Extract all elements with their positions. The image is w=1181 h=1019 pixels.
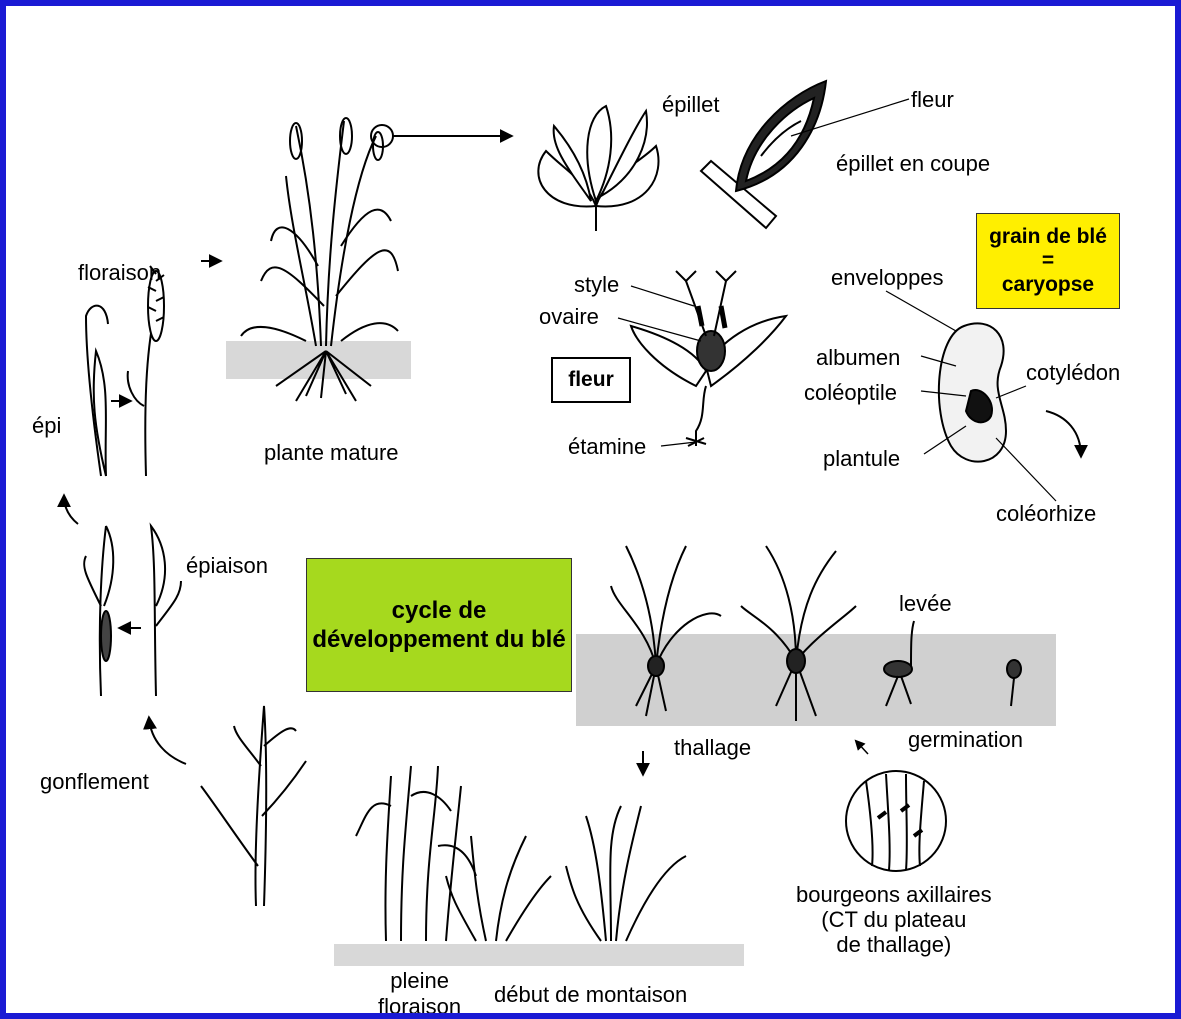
grain-title-line2: = [1042, 249, 1054, 273]
heading-stage-plants [84, 526, 181, 696]
flowering-stalks [86, 266, 164, 476]
label-coleorhize: coléorhize [996, 502, 1096, 526]
label-bourgeons-axillaires: bourgeons axillaires (CT du plateau de t… [796, 882, 992, 957]
diagram-title: cycle de développement du blé [306, 558, 572, 692]
label-germination: germination [908, 728, 1023, 752]
soil-montaison [334, 944, 744, 966]
label-albumen: albumen [816, 346, 900, 370]
label-style: style [574, 273, 619, 297]
label-fleur: fleur [911, 88, 954, 112]
spikelet-section-drawing [701, 81, 826, 228]
label-cotyledon: cotylédon [1026, 361, 1120, 385]
soil-mature-plant [226, 341, 411, 379]
label-epillet-en-coupe: épillet en coupe [836, 152, 990, 176]
flower-title-box: fleur [551, 357, 631, 403]
axillary-buds-drawing [846, 771, 946, 871]
label-plante-mature: plante mature [264, 441, 399, 465]
label-enveloppes: enveloppes [831, 266, 944, 290]
stem-extension-plants [356, 766, 686, 941]
label-etamine: étamine [568, 435, 646, 459]
grain-title-line1: grain de blé [989, 225, 1107, 249]
label-thallage: thallage [674, 736, 751, 760]
label-epiaison: épiaison [186, 554, 268, 578]
grain-title-line3: caryopse [1002, 273, 1094, 297]
label-pleine-floraison: pleine floraison [378, 968, 461, 1019]
label-debut-montaison: début de montaison [494, 983, 687, 1007]
label-levee: levée [899, 592, 952, 616]
booting-stage-plant [201, 706, 306, 906]
label-plantule: plantule [823, 447, 900, 471]
grain-title-box: grain de blé = caryopse [976, 213, 1120, 309]
label-epi: épi [32, 414, 61, 438]
label-coleoptile: coléoptile [804, 381, 897, 405]
grain-drawing [939, 323, 1006, 461]
flower-drawing [631, 271, 786, 446]
label-epillet: épillet [662, 93, 719, 117]
spikelet-drawing [538, 106, 658, 231]
label-floraison: floraison [78, 261, 161, 285]
label-gonflement: gonflement [40, 770, 149, 794]
label-ovaire: ovaire [539, 305, 599, 329]
